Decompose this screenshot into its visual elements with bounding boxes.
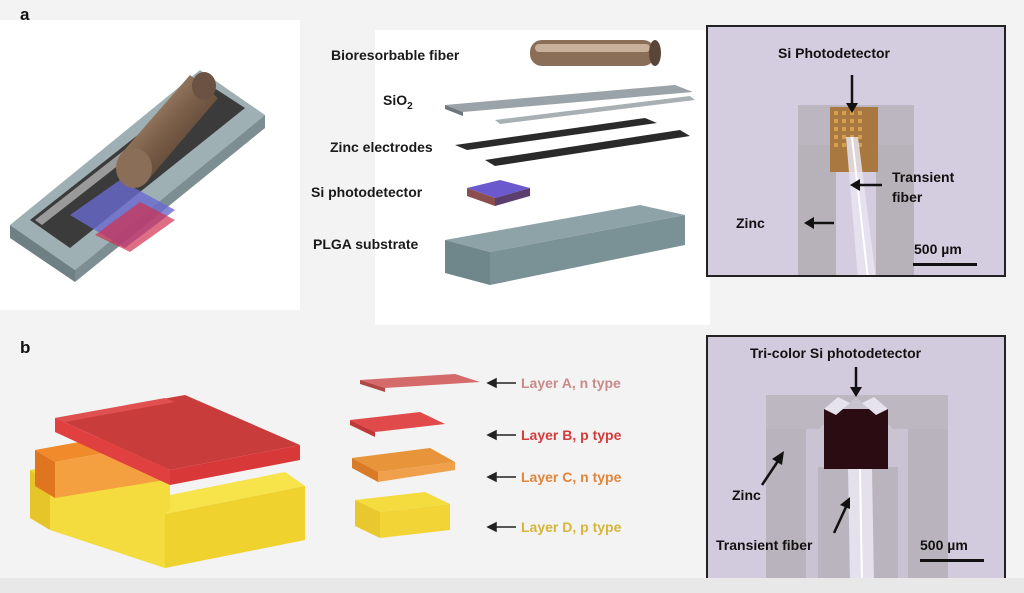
micrograph-a: Si Photodetector Transient fiber Zinc 50… xyxy=(706,25,1006,277)
label-zinc-electrodes: Zinc electrodes xyxy=(330,139,433,155)
micro-a-fiber-label-2: fiber xyxy=(892,189,923,205)
label-bioresorbable-fiber: Bioresorbable fiber xyxy=(331,47,460,63)
micro-b-scale: 500 µm xyxy=(920,537,968,553)
micro-a-title: Si Photodetector xyxy=(778,45,891,61)
label-sio2-main: SiO xyxy=(383,92,408,108)
micro-b-title: Tri-color Si photodetector xyxy=(750,345,922,361)
label-sio2: SiO2 xyxy=(383,92,413,112)
layer-d-label: Layer D, p type xyxy=(521,519,622,535)
micro-a-scale: 500 µm xyxy=(914,241,962,257)
exploded-layers-illustration xyxy=(350,374,480,538)
layer-b-label: Layer B, p type xyxy=(521,427,622,443)
micrograph-a-image xyxy=(708,27,1004,275)
panel-b-letter: b xyxy=(20,338,31,357)
micrograph-b-image xyxy=(708,337,1004,578)
micro-a-zinc-label: Zinc xyxy=(736,215,765,231)
exploded-view-illustration xyxy=(375,30,710,325)
panel-a-letter: a xyxy=(20,5,30,24)
fiber-shape xyxy=(530,40,661,66)
layer-c-label: Layer C, n type xyxy=(521,469,622,485)
layer-a-label: Layer A, n type xyxy=(521,375,621,391)
micro-a-fiber-label-1: Transient xyxy=(892,169,955,185)
assembled-device-illustration xyxy=(0,20,300,310)
label-si-photodetector: Si photodetector xyxy=(311,184,423,200)
micro-b-zinc-label: Zinc xyxy=(732,487,761,503)
bottom-band xyxy=(0,578,1024,593)
micrograph-b: Tri-color Si photodetector Zinc Transien… xyxy=(706,335,1006,580)
stacked-layers-illustration xyxy=(30,395,305,568)
layer-arrows xyxy=(486,377,516,533)
label-plga-substrate: PLGA substrate xyxy=(313,236,419,252)
micro-b-fiber-label: Transient fiber xyxy=(716,537,813,553)
label-sio2-sub: 2 xyxy=(407,100,413,112)
